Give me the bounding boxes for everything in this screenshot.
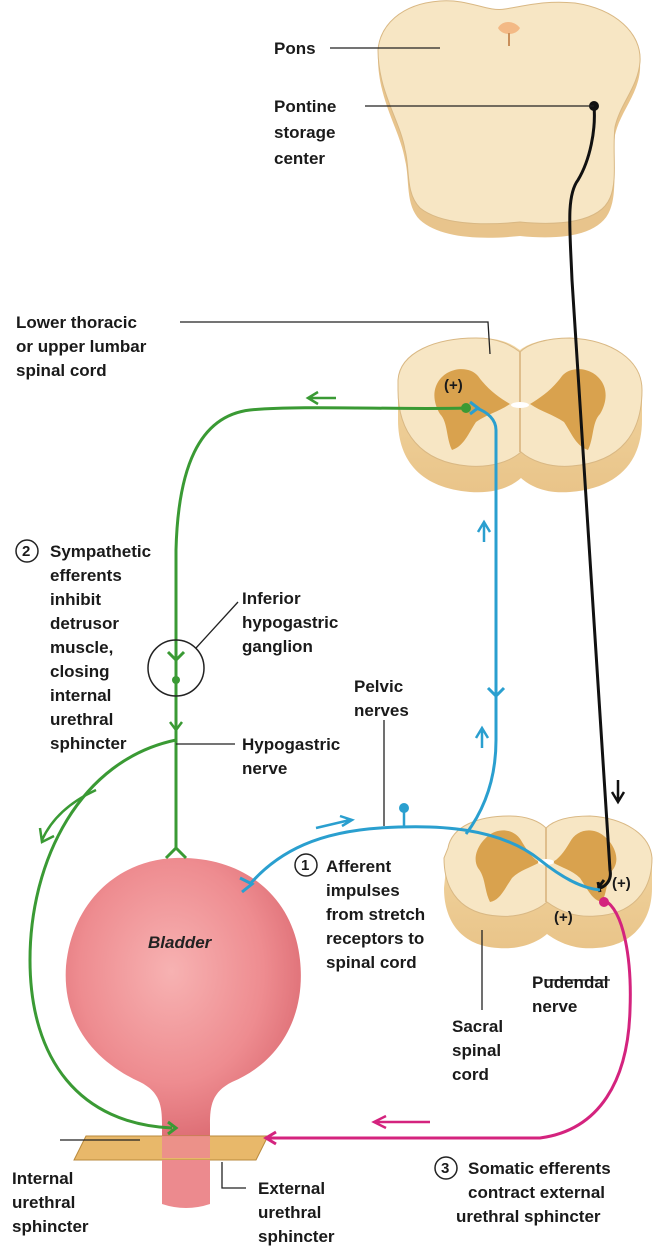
- label-sacral: Sacral spinal cord: [452, 1017, 508, 1084]
- label-inferior-ganglion: Inferior hypogastric ganglion: [242, 589, 343, 656]
- thoracic-cord-section: [398, 338, 642, 492]
- label-pudendal: Pudendal nerve: [532, 973, 613, 1016]
- label-bladder: Bladder: [148, 933, 213, 952]
- label-afferent: Afferent impulses from stretch receptors…: [326, 857, 430, 972]
- arrow-up-icon: [478, 522, 490, 542]
- plus-sacral-left: (+): [554, 909, 573, 926]
- step3-number: 3: [441, 1160, 449, 1177]
- arrow-down-icon: [170, 712, 182, 730]
- label-internal-sphincter: Internal urethral sphincter: [12, 1169, 89, 1236]
- pons-section: [378, 1, 640, 238]
- arrow-left-icon: [374, 1116, 430, 1128]
- label-sympathetic: Sympathetic efferents inhibit detrusor m…: [50, 542, 156, 753]
- step1-number: 1: [301, 857, 309, 874]
- plus-sacral-right: (+): [612, 875, 631, 892]
- label-pelvic: Pelvic nerves: [354, 677, 409, 720]
- bladder-body: [66, 858, 301, 1142]
- label-pontine: Pontine storage center: [274, 97, 341, 168]
- step2-number: 2: [22, 543, 30, 560]
- arrow-left-icon: [308, 392, 336, 404]
- arrow-up-icon: [476, 728, 488, 748]
- down-arrow-icon: [612, 780, 624, 802]
- label-external-sphincter: External urethral sphincter: [258, 1179, 335, 1246]
- label-lower-cord: Lower thoracic or upper lumbar spinal co…: [16, 313, 151, 380]
- arrow-right-icon: [316, 816, 352, 828]
- label-hypogastric: Hypogastric nerve: [242, 735, 345, 778]
- label-somatic: Somatic efferents contract external uret…: [456, 1159, 615, 1226]
- bladder: [66, 858, 301, 1208]
- label-pons: Pons: [274, 39, 316, 58]
- plus-thoracic: (+): [444, 377, 463, 394]
